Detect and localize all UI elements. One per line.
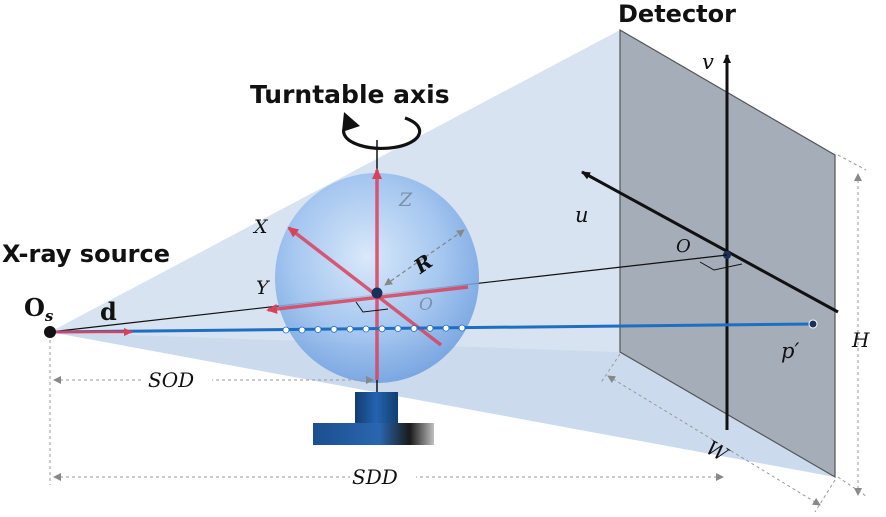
turntable-base xyxy=(313,423,434,445)
width-dimension-line xyxy=(607,375,821,506)
sod-label: SOD xyxy=(148,368,194,392)
z-axis-label: Z xyxy=(398,189,413,211)
ray-sample-points xyxy=(282,324,466,334)
width-left-guide xyxy=(599,353,621,385)
source-point-label: Os xyxy=(24,293,54,325)
xray-source-label: X-ray source xyxy=(2,240,170,268)
projection-point xyxy=(808,319,818,329)
detector-origin-label: O xyxy=(676,236,691,257)
sdd-label-bg xyxy=(350,463,416,489)
turntable-post xyxy=(355,392,398,424)
radius-arrow xyxy=(384,229,465,286)
width-right-guide xyxy=(814,479,836,513)
height-label: H xyxy=(851,328,870,352)
detector-v-label: v xyxy=(702,50,714,74)
rotation-arrow-icon xyxy=(342,116,422,150)
y-axis-arrow xyxy=(266,285,469,314)
sdd-label: SDD xyxy=(352,465,398,489)
projection-point-label: p′ xyxy=(781,339,799,363)
detector-u-label: u xyxy=(575,203,589,227)
direction-label: d xyxy=(100,297,117,326)
detector-label: Detector xyxy=(618,0,736,28)
turntable-axis-label: Turntable axis xyxy=(250,80,450,109)
object-center-point xyxy=(371,287,383,299)
detector-u-axis xyxy=(581,170,839,314)
height-top-guide xyxy=(837,154,867,171)
object-right-angle xyxy=(355,301,389,313)
x-axis-arrow xyxy=(287,226,443,347)
xray-source-point xyxy=(44,326,56,338)
detector-right-angle xyxy=(699,261,743,271)
y-axis-label: Y xyxy=(256,277,271,299)
rotation-arrowhead-icon xyxy=(342,112,360,132)
object-origin-label: O xyxy=(419,295,433,315)
x-axis-label: X xyxy=(252,216,269,238)
height-bottom-guide xyxy=(837,476,867,497)
sod-label-bg xyxy=(144,367,212,391)
